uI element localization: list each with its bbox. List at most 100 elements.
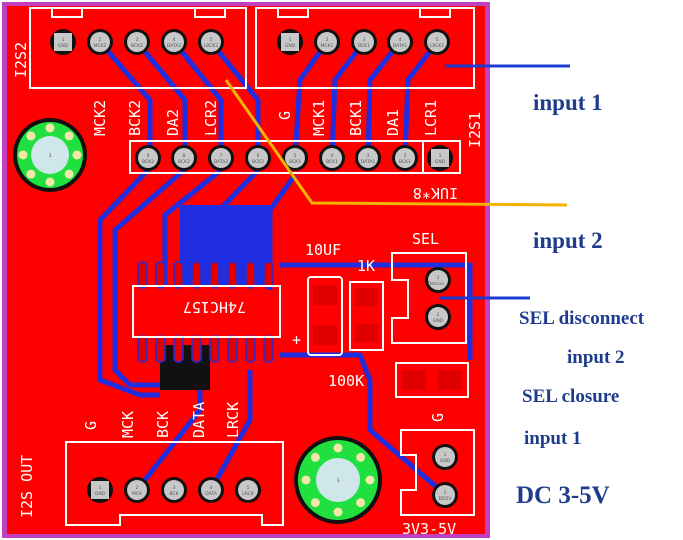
- via-dot: [64, 169, 74, 179]
- pin-name: MCK1: [321, 43, 334, 49]
- out-connector: [65, 441, 284, 526]
- pin-name: GND: [435, 159, 446, 165]
- header-label: BCK2: [126, 100, 144, 136]
- out-label: DATA: [190, 402, 208, 438]
- pin-name: BCK1: [399, 159, 411, 165]
- ic-74hc157: 74HC157: [132, 261, 281, 363]
- via-dot: [310, 452, 320, 462]
- pin-name: GND: [58, 43, 69, 49]
- res2-label: 100K: [328, 372, 364, 390]
- power-label: 3V3-5V: [402, 520, 456, 538]
- pin-number: 3: [173, 485, 176, 491]
- pin-number: 4: [399, 37, 402, 43]
- pin-number: 2: [437, 312, 440, 318]
- out-label: MCK: [119, 411, 137, 438]
- note-sel-closure: SEL closure: [522, 386, 619, 407]
- pin-name: GND: [285, 43, 296, 49]
- pin-name: BCK2: [131, 43, 143, 49]
- header-label: G: [276, 111, 294, 120]
- pin-name: LRCK1: [430, 43, 445, 49]
- pin-number: 2: [136, 485, 139, 491]
- pin-number: 3: [136, 37, 139, 43]
- sel-connector: [391, 252, 467, 344]
- pointer-input2: [224, 79, 568, 207]
- pin-name: BCK2: [178, 159, 190, 165]
- pin-number: 4: [210, 485, 213, 491]
- pin-number: 1: [439, 153, 442, 159]
- pin-number: 1: [99, 485, 102, 491]
- pin-number: 5: [436, 37, 439, 43]
- resistor-1k: [349, 281, 384, 351]
- svg-text:3: 3: [49, 153, 52, 159]
- pin-name: Detcon...: [428, 281, 448, 287]
- out-title: I2S OUT: [18, 455, 36, 518]
- header-label: DA2: [164, 109, 182, 136]
- note-dc: DC 3-5V: [516, 482, 610, 509]
- pin: 1Detcon...: [425, 267, 451, 293]
- pin-number: 9: [147, 153, 150, 159]
- pin-number: 3: [367, 153, 370, 159]
- via-dot: [310, 498, 320, 508]
- header-label: LCR1: [422, 100, 440, 136]
- ground-label: G: [429, 413, 447, 422]
- pin-name: MCK2: [94, 43, 107, 49]
- sel-label: SEL: [412, 230, 439, 248]
- pin-number: 5: [210, 37, 213, 43]
- pin-name: DD5V: [439, 496, 453, 502]
- via-dot: [356, 452, 366, 462]
- header-outline: [129, 140, 461, 174]
- cap-label: 10UF: [305, 241, 341, 259]
- power-connector: [400, 429, 475, 516]
- note-sel-disconnect: SEL disconnect: [519, 308, 645, 329]
- pin-name: BCK2: [252, 159, 264, 165]
- pin-name: GND: [433, 318, 444, 324]
- pin-name: BCK2: [142, 159, 154, 165]
- pin-name: BCK1: [289, 159, 301, 165]
- svg-text:3: 3: [337, 478, 340, 484]
- header-label: MCK2: [91, 100, 109, 136]
- out-label: BCK: [154, 411, 172, 438]
- header-label: MCK1: [310, 100, 328, 136]
- pin-number: 6: [257, 153, 260, 159]
- via-dot: [365, 475, 375, 485]
- connector-i2s2: [29, 7, 247, 89]
- pin-number: 2: [99, 37, 102, 43]
- pin-number: 1: [444, 452, 447, 458]
- header-label: IUK*8: [413, 184, 458, 202]
- via-dot: [64, 131, 74, 141]
- pin-number: 4: [331, 153, 334, 159]
- pin-name: DATA2: [214, 159, 229, 165]
- via-dot: [26, 131, 36, 141]
- svg-text:74HC157: 74HC157: [183, 298, 246, 316]
- i2s1-title: I2S1: [466, 112, 484, 148]
- pin-name: GND: [440, 458, 451, 464]
- pin-number: 5: [294, 153, 297, 159]
- via-dot: [72, 150, 82, 160]
- pin-name: GND: [95, 491, 106, 497]
- note-sel-disconnect-result: input 2: [567, 347, 625, 368]
- via-dot: [18, 150, 28, 160]
- ground-pour-dark: [160, 345, 210, 390]
- pin-number: 8: [183, 153, 186, 159]
- pin-number: 2: [444, 490, 447, 496]
- pin-name: DATA1: [361, 159, 376, 165]
- connector-i2s1: [255, 7, 475, 89]
- via-dot: [45, 177, 55, 187]
- header-label: BCK1: [347, 100, 365, 136]
